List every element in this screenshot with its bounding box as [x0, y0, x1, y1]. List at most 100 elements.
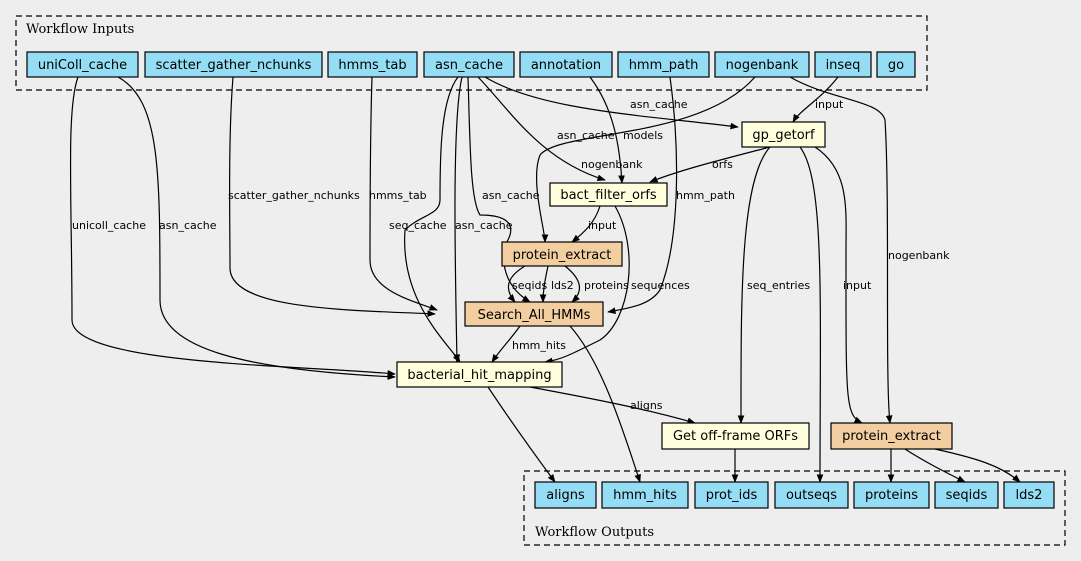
edge-asn-bhm	[453, 76, 463, 363]
workflow-inputs-cluster: Workflow Inputs	[15, 15, 928, 91]
node-label: proteins	[865, 488, 918, 503]
edge-filter-bhm	[544, 205, 630, 365]
edge-pe1-search-lds2	[539, 265, 549, 303]
input-node-asn-cache[interactable]: asn_cache	[423, 51, 515, 78]
step-node-get-off-frame-orfs[interactable]: Get off-frame ORFs	[661, 422, 810, 450]
edge-filter-pe1	[571, 205, 601, 243]
edge-label: proteins	[584, 279, 629, 292]
node-label: protein_extract	[842, 429, 941, 444]
subworkflow-node-protein-extract-1[interactable]: protein_extract	[501, 241, 623, 267]
subworkflow-node-protein-extract-2[interactable]: protein_extract	[830, 422, 953, 450]
step-node-bacterial-hit-mapping[interactable]: bacterial_hit_mapping	[396, 361, 563, 388]
edge-asn-search	[467, 76, 531, 303]
edge-unicoll-asn-bhm	[117, 76, 396, 380]
edge-label: models	[623, 129, 663, 142]
node-label: asn_cache	[435, 58, 503, 73]
node-label: prot_ids	[706, 488, 758, 503]
edge-getorf-outseqs	[799, 146, 824, 483]
node-label: seqids	[946, 488, 988, 503]
node-label: hmm_hits	[613, 488, 677, 503]
output-node-proteins[interactable]: proteins	[853, 481, 930, 509]
edge-label: hmm_path	[676, 189, 735, 202]
edge-unicoll-bhm	[69, 76, 396, 377]
edge-search-bhm	[491, 325, 521, 363]
edge-label: input	[815, 98, 844, 111]
edge-label: lds2	[551, 279, 574, 292]
edge-label: aligns	[630, 399, 663, 412]
node-label: hmms_tab	[338, 58, 406, 73]
edges	[69, 76, 1021, 483]
output-node-aligns[interactable]: aligns	[534, 481, 597, 509]
edge-inseq-getorf	[792, 76, 839, 123]
edge-search-hmmhits	[569, 325, 641, 483]
edge-label: asn_cache	[159, 219, 217, 232]
node-label: lds2	[1016, 488, 1043, 503]
edge-label: input	[588, 219, 617, 232]
edge-nogen-pe2	[789, 76, 893, 424]
workflow-outputs-cluster: Workflow Outputs	[523, 470, 1066, 546]
subworkflow-node-search-all-hmms[interactable]: Search_All_HMMs	[464, 301, 604, 327]
node-label: protein_extract	[513, 248, 612, 263]
output-node-seqids[interactable]: seqids	[934, 481, 999, 509]
input-node-unicoll-cache[interactable]: uniColl_cache	[26, 51, 139, 78]
node-label: Search_All_HMMs	[478, 308, 591, 323]
edge-label: scatter_gather_nchunks	[228, 189, 360, 202]
node-label: inseq	[826, 58, 861, 73]
input-node-nogenbank[interactable]: nogenbank	[714, 51, 810, 78]
edge-label: sequences	[631, 279, 690, 292]
input-node-annotation[interactable]: annotation	[519, 51, 613, 78]
node-label: aligns	[546, 488, 585, 503]
edge-bhm-offframe	[529, 386, 696, 425]
edge-asn-filter	[477, 76, 606, 181]
edge-label: seq_entries	[747, 279, 810, 292]
workflow-outputs-label: Workflow Outputs	[535, 525, 654, 540]
edge-label: hmms_tab	[369, 189, 427, 202]
output-node-hmm-hits[interactable]: hmm_hits	[601, 481, 689, 509]
node-label: Get off-frame ORFs	[673, 429, 798, 444]
input-node-hmms-tab[interactable]: hmms_tab	[327, 51, 418, 78]
node-label: nogenbank	[726, 58, 799, 73]
edge-label: unicoll_cache	[72, 219, 146, 232]
node-label: bacterial_hit_mapping	[407, 368, 551, 383]
edge-pe1-search-seqids	[507, 265, 526, 303]
edge-getorf-filter	[649, 146, 771, 183]
input-node-hmm-path[interactable]: hmm_path	[617, 51, 710, 78]
output-node-prot-ids[interactable]: prot_ids	[694, 481, 769, 509]
node-label: annotation	[531, 58, 601, 73]
workflow-inputs-label: Workflow Inputs	[26, 22, 134, 37]
step-node-gp-getorf[interactable]: gp_getorf	[741, 121, 826, 148]
edge-bhm-aligns	[487, 386, 556, 483]
step-node-bact-filter-orfs[interactable]: bact_filter_orfs	[549, 182, 668, 207]
input-node-go[interactable]: go	[876, 51, 916, 78]
output-node-lds2[interactable]: lds2	[1003, 481, 1055, 509]
node-label: uniColl_cache	[38, 58, 127, 73]
edge-label: nogenbank	[581, 158, 643, 171]
edge-asn-seqcache	[404, 76, 461, 363]
edge-label: seq_cache	[389, 219, 447, 232]
node-label: bact_filter_orfs	[560, 188, 657, 203]
node-label: scatter_gather_nchunks	[156, 58, 312, 73]
edge-hmmstab-search	[369, 76, 438, 311]
edge-label: orfs	[712, 158, 733, 171]
input-node-inseq[interactable]: inseq	[814, 51, 872, 78]
edge-labels: asn_cache input asn_cache models nogenba…	[72, 98, 950, 412]
edge-pe2-lds2	[934, 448, 1021, 483]
edge-annot-filter	[589, 76, 625, 184]
output-node-outseqs[interactable]: outseqs	[774, 481, 849, 509]
nodes: uniColl_cache scatter_gather_nchunks hmm…	[26, 51, 1055, 509]
node-label: gp_getorf	[752, 128, 815, 143]
edge-pe1-search-proteins	[564, 265, 581, 303]
edge-nogen-pe1	[536, 76, 756, 243]
edge-label: nogenbank	[888, 249, 950, 262]
edge-label: input	[843, 279, 872, 292]
edge-sg-search	[229, 76, 436, 318]
edge-label: seqids	[512, 279, 548, 292]
edge-asn-getorf	[484, 76, 739, 130]
edge-getorf-offframe	[737, 146, 771, 424]
edge-hmmpath-search	[607, 76, 678, 314]
input-node-scatter-gather-nchunks[interactable]: scatter_gather_nchunks	[144, 51, 323, 78]
edge-label: asn_cache	[557, 129, 615, 142]
node-label: hmm_path	[629, 58, 699, 73]
edge-getorf-pe2	[814, 146, 863, 424]
